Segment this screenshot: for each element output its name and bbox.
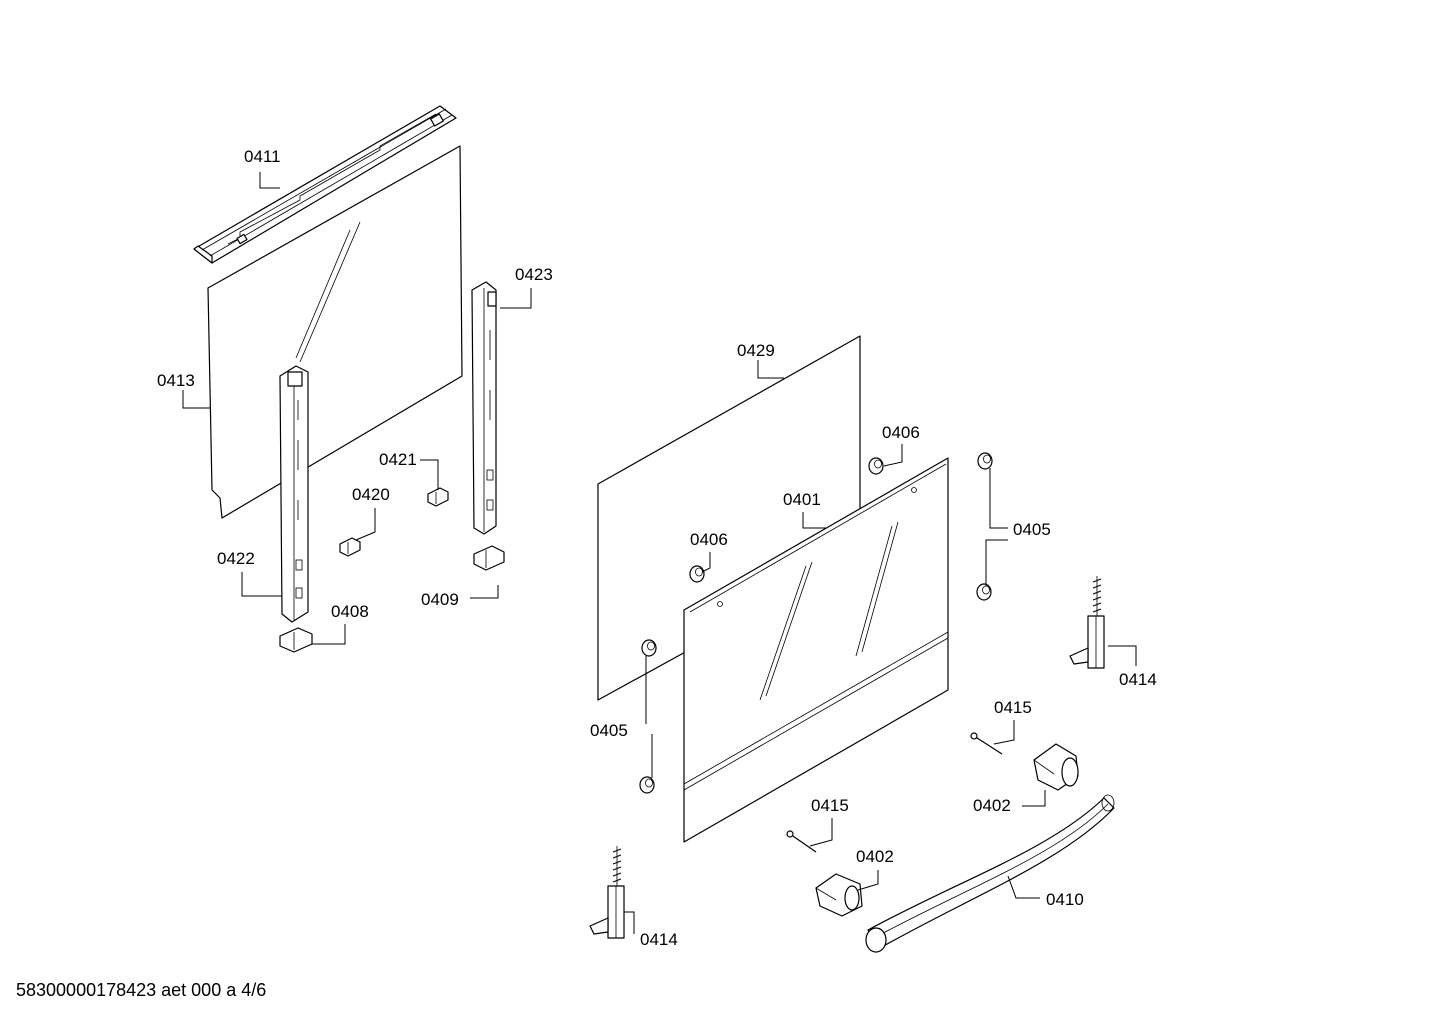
label-0415-mid: 0415 bbox=[811, 796, 849, 815]
label-0409: 0409 bbox=[421, 590, 459, 609]
label-0420: 0420 bbox=[352, 485, 390, 504]
part-0420-clip bbox=[339, 537, 361, 557]
label-0406-top: 0406 bbox=[882, 423, 920, 442]
part-0406-bumper-top bbox=[868, 457, 884, 475]
part-labels: 0411 0413 0423 0421 0420 0422 0409 0408 … bbox=[157, 147, 1157, 949]
part-0422-left-rail bbox=[279, 365, 309, 623]
label-0408: 0408 bbox=[331, 602, 369, 621]
part-0410-handle-bar bbox=[865, 794, 1115, 953]
document-id: 58300000178423 aet 000 a 4/6 bbox=[16, 980, 267, 1000]
part-0405-bumper-left-bottom bbox=[639, 776, 655, 794]
part-0405-bumper-right-bottom bbox=[976, 583, 992, 601]
part-0405-bumper-left-top bbox=[641, 639, 657, 657]
label-0413: 0413 bbox=[157, 371, 195, 390]
label-0402-right: 0402 bbox=[973, 796, 1011, 815]
part-0414-hinge-left bbox=[589, 846, 625, 939]
label-0415-right: 0415 bbox=[994, 698, 1032, 717]
label-0402-mid: 0402 bbox=[856, 847, 894, 866]
label-0411: 0411 bbox=[244, 147, 281, 166]
label-0414-left: 0414 bbox=[640, 930, 678, 949]
part-0423-right-rail bbox=[471, 281, 497, 535]
part-0414-hinge-right bbox=[1069, 576, 1105, 669]
label-0422: 0422 bbox=[217, 549, 255, 568]
part-0415-screw-right bbox=[970, 732, 1003, 755]
label-0410: 0410 bbox=[1046, 890, 1084, 909]
label-0429: 0429 bbox=[737, 341, 775, 360]
part-0402-endcap-mid bbox=[815, 873, 863, 917]
part-0413-rear-glass bbox=[207, 145, 463, 519]
part-0401-front-door bbox=[683, 457, 949, 843]
part-0405-bumper-right-top bbox=[977, 452, 993, 470]
part-0409-hinge-bracket bbox=[473, 545, 505, 571]
part-0402-endcap-right bbox=[1033, 743, 1079, 791]
part-0415-screw-mid bbox=[786, 830, 817, 853]
leader-lines bbox=[182, 172, 1137, 934]
label-0401: 0401 bbox=[783, 490, 821, 509]
label-0405-right: 0405 bbox=[1013, 520, 1051, 539]
label-0414-right: 0414 bbox=[1119, 670, 1157, 689]
label-0406-mid: 0406 bbox=[690, 530, 728, 549]
part-0406-bumper-mid bbox=[689, 565, 705, 583]
part-0408-hinge-bracket bbox=[279, 627, 313, 653]
label-0421: 0421 bbox=[379, 450, 417, 469]
part-0411-top-rail bbox=[193, 105, 457, 264]
label-0423: 0423 bbox=[515, 265, 553, 284]
part-0421-clip bbox=[427, 487, 449, 507]
label-0405-left: 0405 bbox=[590, 721, 628, 740]
